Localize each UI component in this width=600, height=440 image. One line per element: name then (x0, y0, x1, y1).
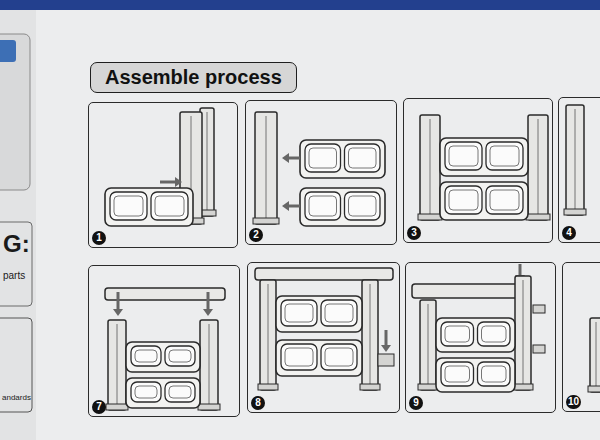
peg-part (533, 345, 545, 353)
rack-post (588, 318, 600, 392)
assembly-drawings (105, 105, 600, 410)
step-panel: 8 (247, 262, 400, 413)
step-panel: 1 (88, 102, 238, 248)
direction-arrow (282, 153, 300, 163)
top-shelf (412, 284, 524, 298)
side-panel (0, 34, 30, 190)
side-frame (0, 222, 32, 306)
rack-post (418, 300, 438, 390)
side-icon (0, 40, 16, 62)
rack-post (253, 112, 279, 224)
step-number: 4 (562, 226, 576, 240)
bowl-tray (436, 358, 515, 392)
bowl-tray (436, 318, 515, 352)
step-panel: 3 (403, 98, 553, 243)
step-panel: 7 (88, 265, 240, 417)
bowl-tray (126, 378, 200, 408)
side-text: andards (2, 393, 31, 402)
rack-post (360, 280, 380, 390)
bowl-tray (300, 188, 385, 226)
bowl-tray (300, 140, 385, 178)
side-frame (0, 318, 32, 412)
top-shelf (255, 268, 393, 280)
direction-arrow (113, 292, 123, 316)
section-title: Assemble process (90, 62, 297, 93)
step-number: 2 (249, 228, 263, 242)
step-number: 7 (92, 400, 106, 414)
direction-arrow (282, 201, 300, 211)
rack-post (564, 105, 586, 215)
rack-post (258, 280, 278, 390)
step-number: 3 (407, 226, 421, 240)
box-edge-band (0, 0, 600, 10)
step-panel: 4 (558, 97, 600, 243)
foot-part (378, 354, 394, 366)
peg-part (533, 305, 545, 313)
step-number: 9 (409, 396, 423, 410)
step-number: 8 (251, 396, 265, 410)
bowl-tray (126, 342, 200, 372)
rack-post (418, 115, 442, 220)
step-number: 10 (566, 395, 581, 409)
bowl-tray (440, 138, 528, 176)
direction-arrow (160, 177, 182, 187)
rack-post (526, 115, 550, 220)
rack-post (106, 320, 128, 410)
step-number: 1 (92, 231, 106, 245)
direction-arrow (203, 292, 213, 316)
step-panel: 10 (562, 262, 600, 412)
bowl-tray (276, 296, 362, 332)
bowl-tray (105, 188, 193, 226)
bowl-tray (276, 340, 362, 376)
step-panel: 2 (245, 100, 397, 245)
side-text: G: (3, 230, 30, 258)
side-text: parts (3, 270, 25, 281)
rack-post (198, 320, 220, 410)
step-panel: 9 (405, 262, 556, 413)
bowl-tray (440, 182, 528, 220)
direction-arrow (381, 330, 391, 352)
rack-post (513, 276, 533, 390)
